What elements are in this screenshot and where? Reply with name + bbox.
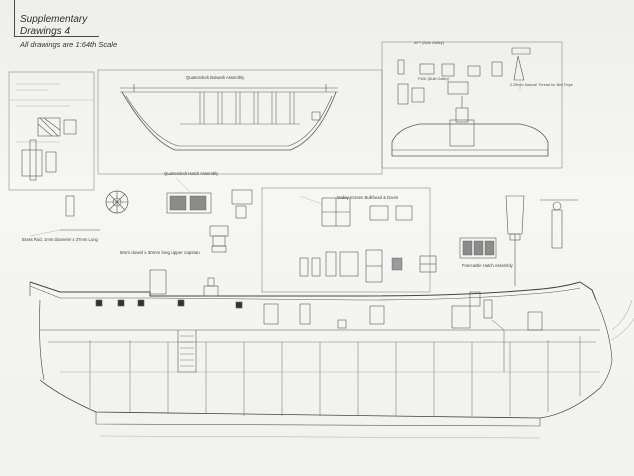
- detail-panel-left: [8, 71, 95, 191]
- forecastle-detail: [459, 195, 578, 286]
- deck-fittings: [95, 269, 543, 373]
- gallery-panel-right: [381, 41, 563, 169]
- title-block: [14, 0, 99, 37]
- hatch-grating: [166, 189, 253, 219]
- fwd-gallery-label: FWD (Bulk Galley): [418, 77, 450, 81]
- scale-note: All drawings are 1:64th Scale: [20, 40, 118, 49]
- galley-label: Galley Screen Bulkhead & Doors: [337, 195, 399, 200]
- stern-bulwark-panel: [97, 69, 383, 175]
- hull-profile: [29, 281, 634, 439]
- brass-rod-label: Brass Rod, 1mm Diameter x 37mm Long: [22, 237, 98, 242]
- galley-panel: [261, 187, 437, 293]
- hull-frames: [60, 336, 600, 416]
- thread-label: 0.25mm Natural Thread for Bell Rope: [510, 83, 574, 87]
- forecastle-label: Forecastle Hatch Assembly: [462, 263, 513, 268]
- sheet-subtitle: Drawings 4: [20, 26, 71, 37]
- capstan-detail: [60, 190, 229, 253]
- aft-gallery-label: AFT (Bulk Galley): [414, 41, 444, 45]
- bulwark-label: Quarterdeck Bulwark Assembly: [186, 75, 245, 80]
- sheet-title: Supplementary: [20, 14, 88, 25]
- hatch-label: Quarterdeck Hatch Assembly: [164, 171, 219, 176]
- capstan-note: 8mm dowel x 30mm long upper capstan: [120, 250, 200, 255]
